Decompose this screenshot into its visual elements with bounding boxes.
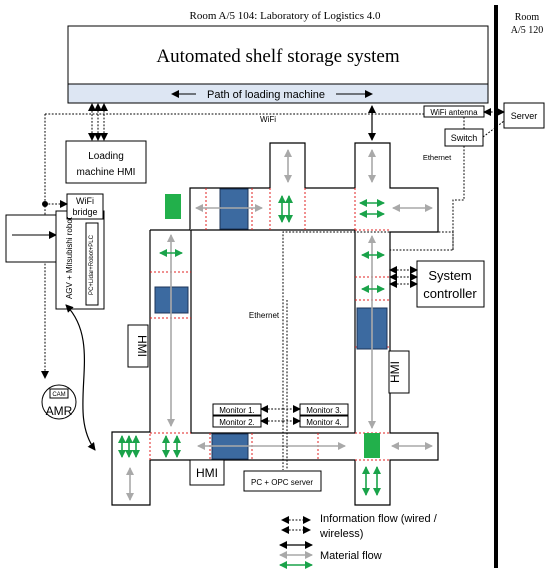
hmi-left-box bbox=[127, 324, 149, 368]
cam-label: CAM bbox=[52, 392, 65, 398]
hmi-bottom-box bbox=[189, 459, 225, 486]
loading-hmi-line1: Loading bbox=[88, 151, 124, 162]
shelf-top bbox=[219, 188, 249, 230]
pc-opc-server-box bbox=[243, 470, 322, 492]
server-box bbox=[503, 102, 545, 129]
loading-hmi-box bbox=[65, 140, 147, 184]
storage-title: Automated shelf storage system bbox=[156, 46, 399, 67]
system-controller-line2: controller bbox=[423, 286, 477, 301]
monitor-1-label: Monitor 1. bbox=[219, 406, 255, 415]
room-right-number: A/5 120 bbox=[511, 25, 544, 36]
room-title: Room A/5 104: Laboratory of Logistics 4.… bbox=[190, 10, 381, 22]
monitor-2-label: Monitor 2. bbox=[219, 418, 255, 427]
agv-label: AGV + Mitsubishi robot bbox=[65, 216, 74, 299]
track-outer-wall bbox=[111, 142, 439, 506]
pc-opc-server-label: PC + OPC server bbox=[251, 478, 313, 487]
agv-sub-label: PC+Lidar+Robot+PLC bbox=[89, 234, 95, 295]
agv-dock-box bbox=[5, 214, 61, 263]
loading-path-label: Path of loading machine bbox=[207, 89, 325, 101]
switch-label: Switch bbox=[451, 133, 478, 143]
server-label: Server bbox=[511, 111, 538, 121]
room-right-label: Room bbox=[515, 12, 540, 23]
track-inner-wall bbox=[190, 229, 356, 434]
system-controller-box bbox=[416, 260, 485, 308]
loading-hmi-line2: machine HMI bbox=[77, 167, 136, 178]
wifi-antenna-label: WiFi antenna bbox=[430, 108, 478, 117]
green-station-top bbox=[165, 194, 181, 219]
hmi-bottom-label: HMI bbox=[196, 466, 218, 480]
hmi-right-label: HMI bbox=[388, 361, 402, 383]
green-station-bottom bbox=[364, 433, 380, 458]
monitor-3-label: Monitor 3. bbox=[306, 406, 342, 415]
monitor-4-label: Monitor 4. bbox=[306, 418, 342, 427]
hmi-right-box bbox=[388, 350, 410, 394]
ethernet-label-center: Ethernet bbox=[249, 311, 280, 320]
system-controller-line1: System bbox=[428, 268, 471, 283]
amr-label: AMR bbox=[46, 404, 73, 418]
wifi-label: WiFi bbox=[260, 115, 276, 124]
wifi-bridge-line1: WiFi bbox=[76, 196, 94, 206]
legend-info-line2: wireless) bbox=[319, 528, 363, 540]
ethernet-label-right: Ethernet bbox=[423, 153, 452, 162]
legend-info-line1: Information flow (wired / bbox=[320, 513, 438, 525]
hmi-left-label: HMI bbox=[135, 335, 149, 357]
wifi-bridge-line2: bridge bbox=[72, 207, 97, 217]
legend-material: Material flow bbox=[320, 550, 382, 562]
